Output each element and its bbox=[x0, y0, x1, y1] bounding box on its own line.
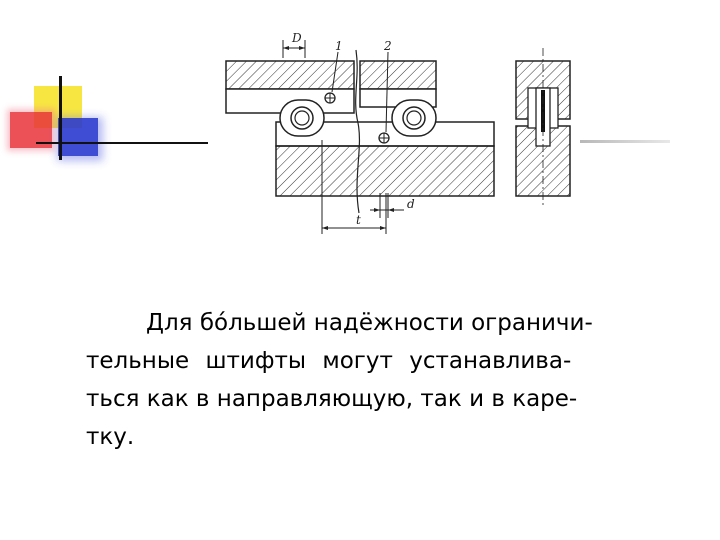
label-t: t bbox=[356, 213, 361, 227]
limit-pin-2 bbox=[378, 132, 390, 144]
caption-text: Для бóльшей надёжности ограничи- тельные… bbox=[86, 304, 696, 456]
caption-line-4: тку. bbox=[86, 424, 135, 450]
caption-line-1: Для бóльшей надёжности ограничи- bbox=[146, 310, 593, 336]
decorative-vertical-line bbox=[59, 76, 62, 160]
caption-line-3: ться как в направляющую, так и в каре- bbox=[86, 386, 578, 412]
label-d: d bbox=[407, 197, 415, 211]
limit-pin-1 bbox=[324, 92, 336, 104]
break-line bbox=[355, 49, 361, 214]
label-2: 2 bbox=[383, 39, 392, 53]
roller-right bbox=[391, 99, 437, 137]
label-D: D bbox=[291, 31, 302, 45]
label-1: 1 bbox=[335, 39, 343, 53]
decorative-horizontal-line-right bbox=[580, 140, 670, 143]
caption-line-2: тельные штифты могут устанавлива- bbox=[86, 348, 572, 374]
dimension-t bbox=[321, 140, 387, 234]
roller-left bbox=[279, 99, 325, 137]
decorative-blue-square bbox=[58, 118, 98, 156]
carriage-right bbox=[359, 60, 437, 108]
dimension-d-bottom bbox=[370, 193, 404, 218]
decorative-horizontal-line bbox=[36, 142, 208, 144]
dimension-d-top bbox=[282, 40, 306, 58]
side-section-view bbox=[515, 48, 571, 208]
technical-drawing: D 1 2 d t bbox=[225, 31, 571, 234]
